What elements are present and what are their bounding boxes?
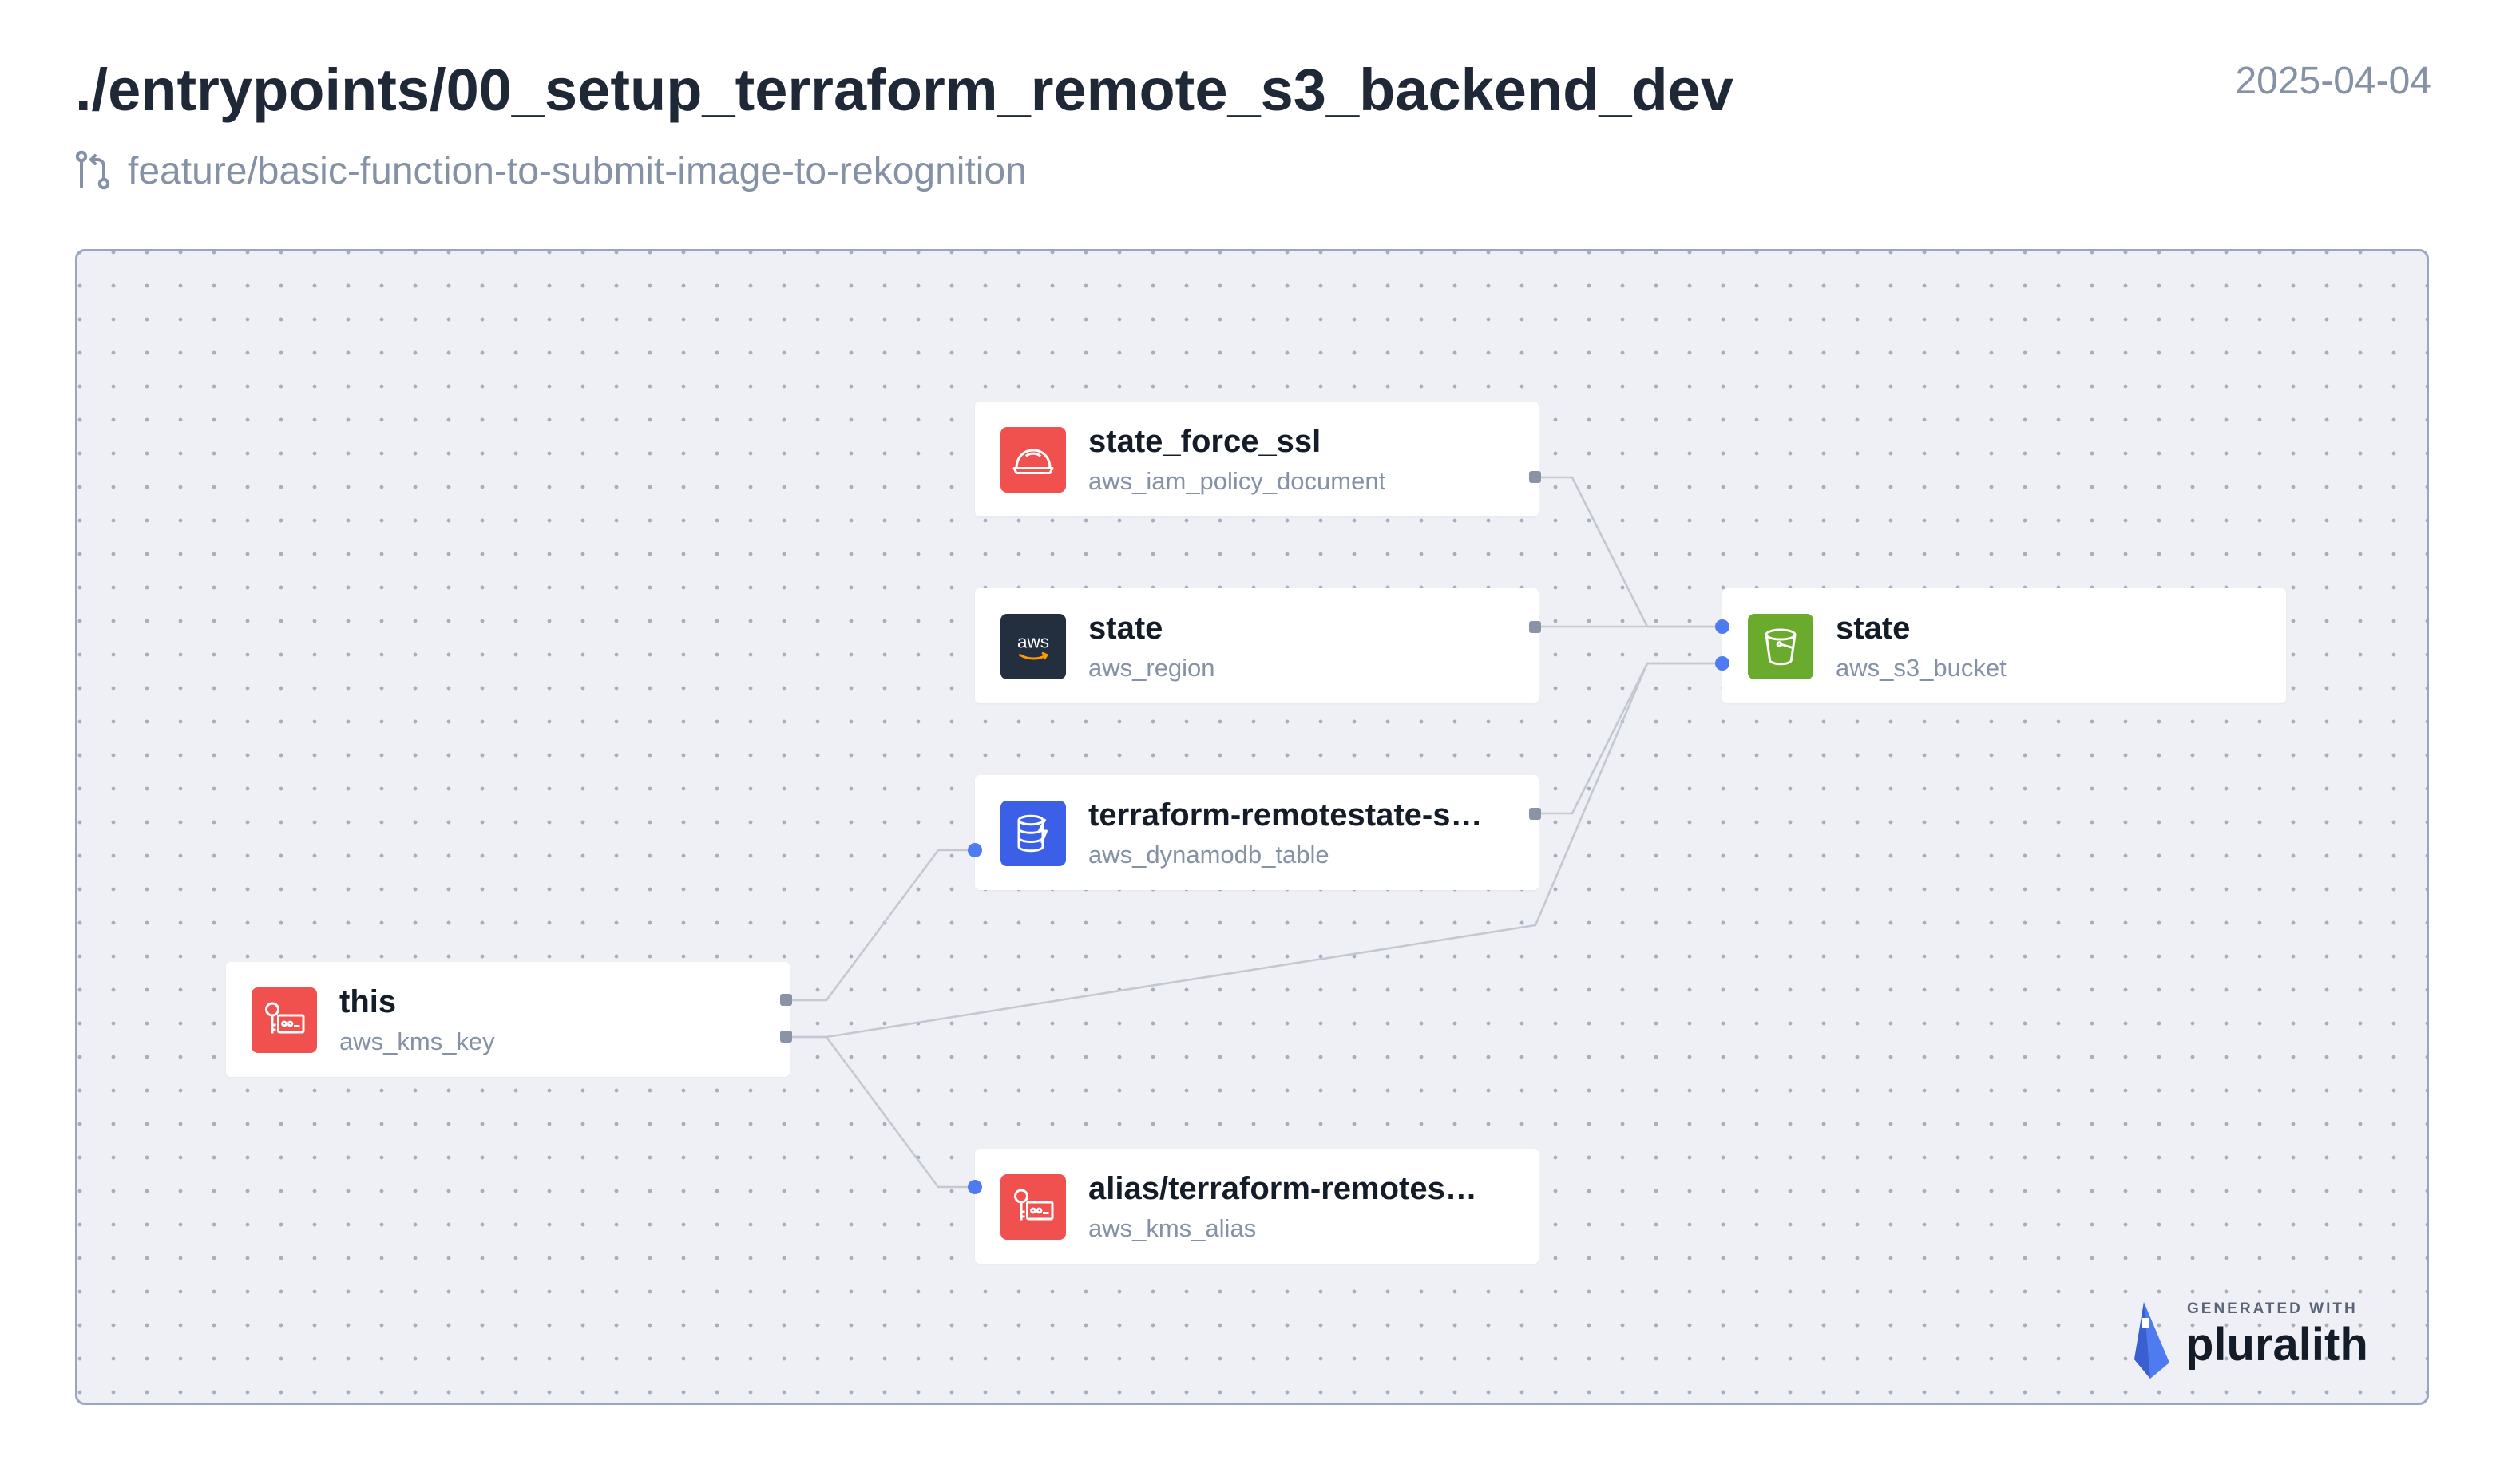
node-name: terraform-remotestate-s… [1088,797,1483,833]
page-title: ./entrypoints/00_setup_terraform_remote_… [75,57,1733,123]
input-port[interactable] [1715,656,1729,671]
edge-kms-key-to-alias [790,1035,975,1189]
svg-text:aws: aws [1017,632,1049,652]
kms-key-icon [252,987,317,1053]
output-port[interactable] [780,1031,792,1043]
input-port[interactable] [968,843,982,857]
edge-kms-key-to-dynamodb [790,849,975,1002]
node-name: state [1088,611,1163,646]
node-s3-bucket[interactable]: state aws_s3_bucket [1715,588,2286,703]
node-type: aws_kms_key [339,1027,495,1055]
node-state-force-ssl[interactable]: state_force_ssl aws_iam_policy_document [975,402,1541,516]
node-type: aws_iam_policy_document [1088,467,1386,495]
dynamodb-icon [1000,801,1066,866]
node-kms-alias[interactable]: alias/terraform-remotes… aws_kms_alias [968,1149,1539,1264]
generated-with-label: GENERATED WITH [2187,1300,2358,1317]
node-dynamodb-table[interactable]: terraform-remotestate-s… aws_dynamodb_ta… [968,775,1541,890]
branch-name: feature/basic-function-to-submit-image-t… [128,149,1027,192]
diagram-canvas[interactable]: state_force_ssl aws_iam_policy_document … [75,249,2429,1405]
generated-date: 2025-04-04 [2235,60,2431,102]
aws-logo-icon: aws [1000,614,1066,679]
pluralith-logo-icon [2134,1302,2169,1379]
node-name: state_force_ssl [1088,424,1321,459]
edge-state-force-ssl-to-s3 [1535,476,1722,628]
edge-dynamodb-to-s3 [1535,662,1722,815]
node-name: state [1836,611,1911,646]
pluralith-branding: GENERATED WITH pluralith [2131,1294,2387,1379]
input-port[interactable] [968,1180,982,1194]
output-port[interactable] [780,994,792,1006]
node-type: aws_region [1088,654,1215,682]
kms-key-icon [1000,1174,1066,1240]
node-type: aws_dynamodb_table [1088,841,1329,869]
git-pull-request-icon [75,150,110,190]
s3-bucket-icon [1748,614,1813,679]
input-port[interactable] [1715,619,1729,634]
node-name: this [339,984,397,1019]
node-type: aws_s3_bucket [1836,654,2007,682]
branch-info: feature/basic-function-to-submit-image-t… [73,145,1027,196]
node-name: alias/terraform-remotes… [1088,1171,1477,1206]
node-kms-key[interactable]: this aws_kms_key [226,962,792,1077]
node-state-region[interactable]: aws state aws_region [975,588,1541,703]
output-port[interactable] [1529,621,1541,633]
output-port[interactable] [1529,808,1541,820]
output-port[interactable] [1529,471,1541,483]
pluralith-wordmark: pluralith [2185,1319,2368,1371]
node-type: aws_kms_alias [1088,1214,1257,1242]
iam-helmet-icon [1000,427,1066,493]
edge-layer [790,476,1722,1189]
